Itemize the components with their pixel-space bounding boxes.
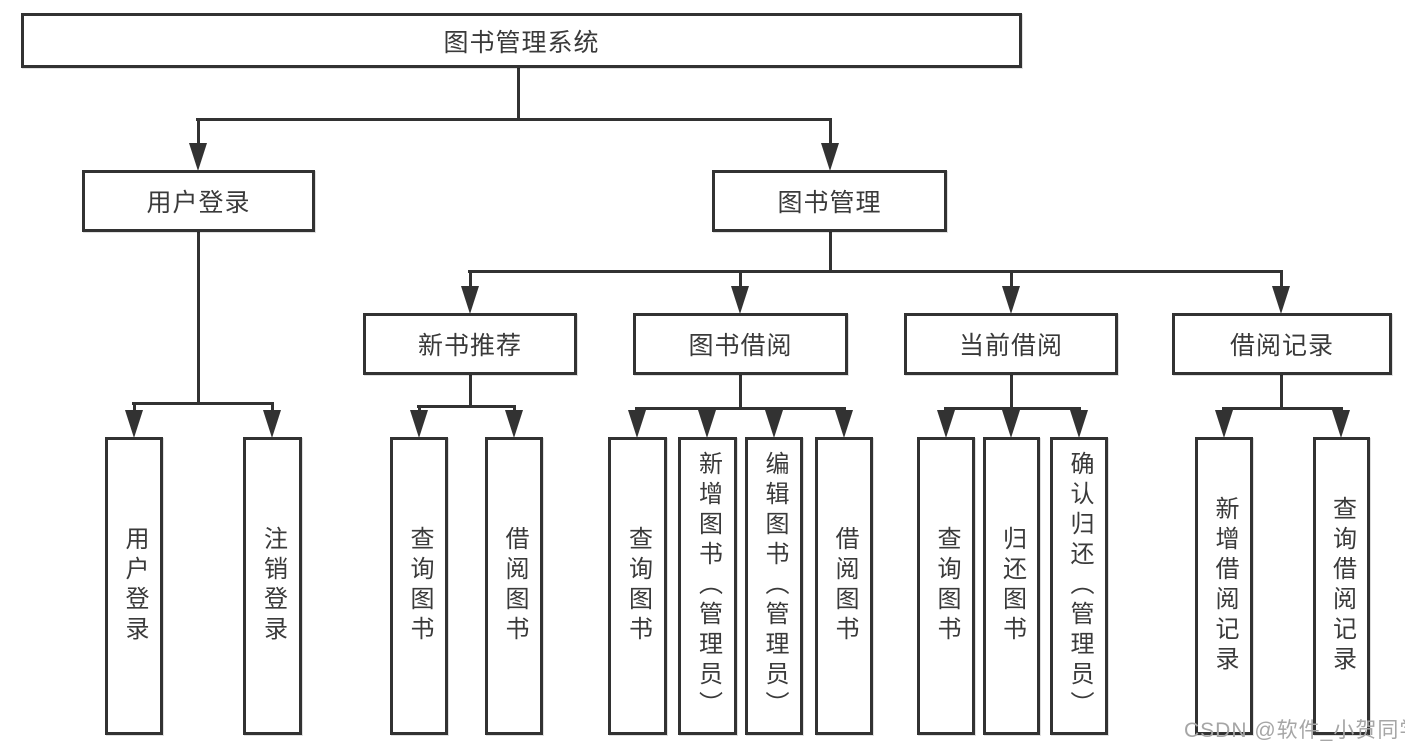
fan-book-management-arrowhead-icon [1272,286,1290,314]
node-leaf-query-borrow-record: 查询借阅记录 [1313,437,1370,735]
fan-book-management-arrowhead-icon [731,286,749,314]
fan-user-login-drop-line [196,230,200,405]
node-leaf-logout-login: 注销登录 [243,437,302,735]
fan-book-management-arrow-stem-0 [468,270,472,292]
fan-root-arrowhead-icon [189,143,207,171]
node-leaf-borrow-books-rec: 借阅图书 [485,437,543,735]
fan-book-management-arrow-stem-2 [1009,270,1013,292]
node-leaf-add-books-admin: 新增图书（管理员） [678,437,737,735]
fan-borrow-records-drop-line [1279,373,1283,410]
fan-new-book-arrowhead-icon [410,410,428,438]
fan-user-login-arrow-stem-0 [132,402,136,416]
fan-book-management-arrowhead-icon [461,286,479,314]
fan-book-borrowing-bar-line [635,407,846,410]
fan-current-borrow-arrowhead-icon [1002,410,1020,438]
node-book-borrowing: 图书借阅 [633,313,848,375]
csdn-watermark: CSDN @软件_小贺同学 [1184,719,1405,742]
fan-book-management-bar-line [468,270,1283,273]
node-leaf-return-books: 归还图书 [983,437,1040,735]
fan-book-management-arrow-stem-3 [1279,270,1283,292]
fan-borrow-records-arrowhead-icon [1215,410,1233,438]
fan-user-login-arrowhead-icon [263,410,281,438]
node-user-login: 用户登录 [82,170,315,232]
fan-root-arrowhead-icon [821,143,839,171]
fan-user-login-arrow-stem-1 [270,402,274,416]
fan-borrow-records-bar-line [1222,407,1343,410]
node-leaf-query-books-rec: 查询图书 [390,437,448,735]
fan-book-borrowing-drop-line [738,373,742,410]
node-leaf-borrow-books-borrow: 借阅图书 [815,437,873,735]
fan-new-book-drop-line [468,373,472,408]
fan-current-borrow-drop-line [1009,373,1013,410]
node-root: 图书管理系统 [21,13,1022,68]
fan-book-borrowing-arrowhead-icon [835,410,853,438]
fan-current-borrow-arrowhead-icon [1070,410,1088,438]
node-new-book-recommend: 新书推荐 [363,313,577,375]
node-leaf-query-books-borrow: 查询图书 [608,437,667,735]
node-leaf-edit-books-admin: 编辑图书（管理员） [745,437,803,735]
fan-root-arrow-stem-1 [828,118,832,149]
fan-root-drop-line [516,66,520,121]
fan-new-book-bar-line [417,405,516,408]
node-current-borrowing: 当前借阅 [904,313,1118,375]
node-leaf-confirm-return-admin: 确认归还（管理员） [1050,437,1108,735]
fan-book-borrowing-arrowhead-icon [628,410,646,438]
fan-book-borrowing-arrowhead-icon [765,410,783,438]
fan-book-management-arrowhead-icon [1002,286,1020,314]
fan-current-borrow-arrowhead-icon [937,410,955,438]
fan-root-arrow-stem-0 [196,118,200,149]
node-book-management: 图书管理 [712,170,947,232]
fan-book-management-arrow-stem-1 [738,270,742,292]
fan-current-borrow-bar-line [944,407,1081,410]
node-leaf-add-borrow-record: 新增借阅记录 [1195,437,1253,735]
node-leaf-user-login: 用户登录 [105,437,163,735]
fan-user-login-bar-line [132,402,274,405]
fan-new-book-arrowhead-icon [505,410,523,438]
fan-user-login-arrowhead-icon [125,410,143,438]
node-leaf-query-books-current: 查询图书 [917,437,975,735]
fan-book-management-drop-line [828,230,832,273]
node-borrowing-records: 借阅记录 [1172,313,1392,375]
fan-book-borrowing-arrowhead-icon [698,410,716,438]
fan-borrow-records-arrowhead-icon [1332,410,1350,438]
fan-root-bar-line [196,118,832,121]
